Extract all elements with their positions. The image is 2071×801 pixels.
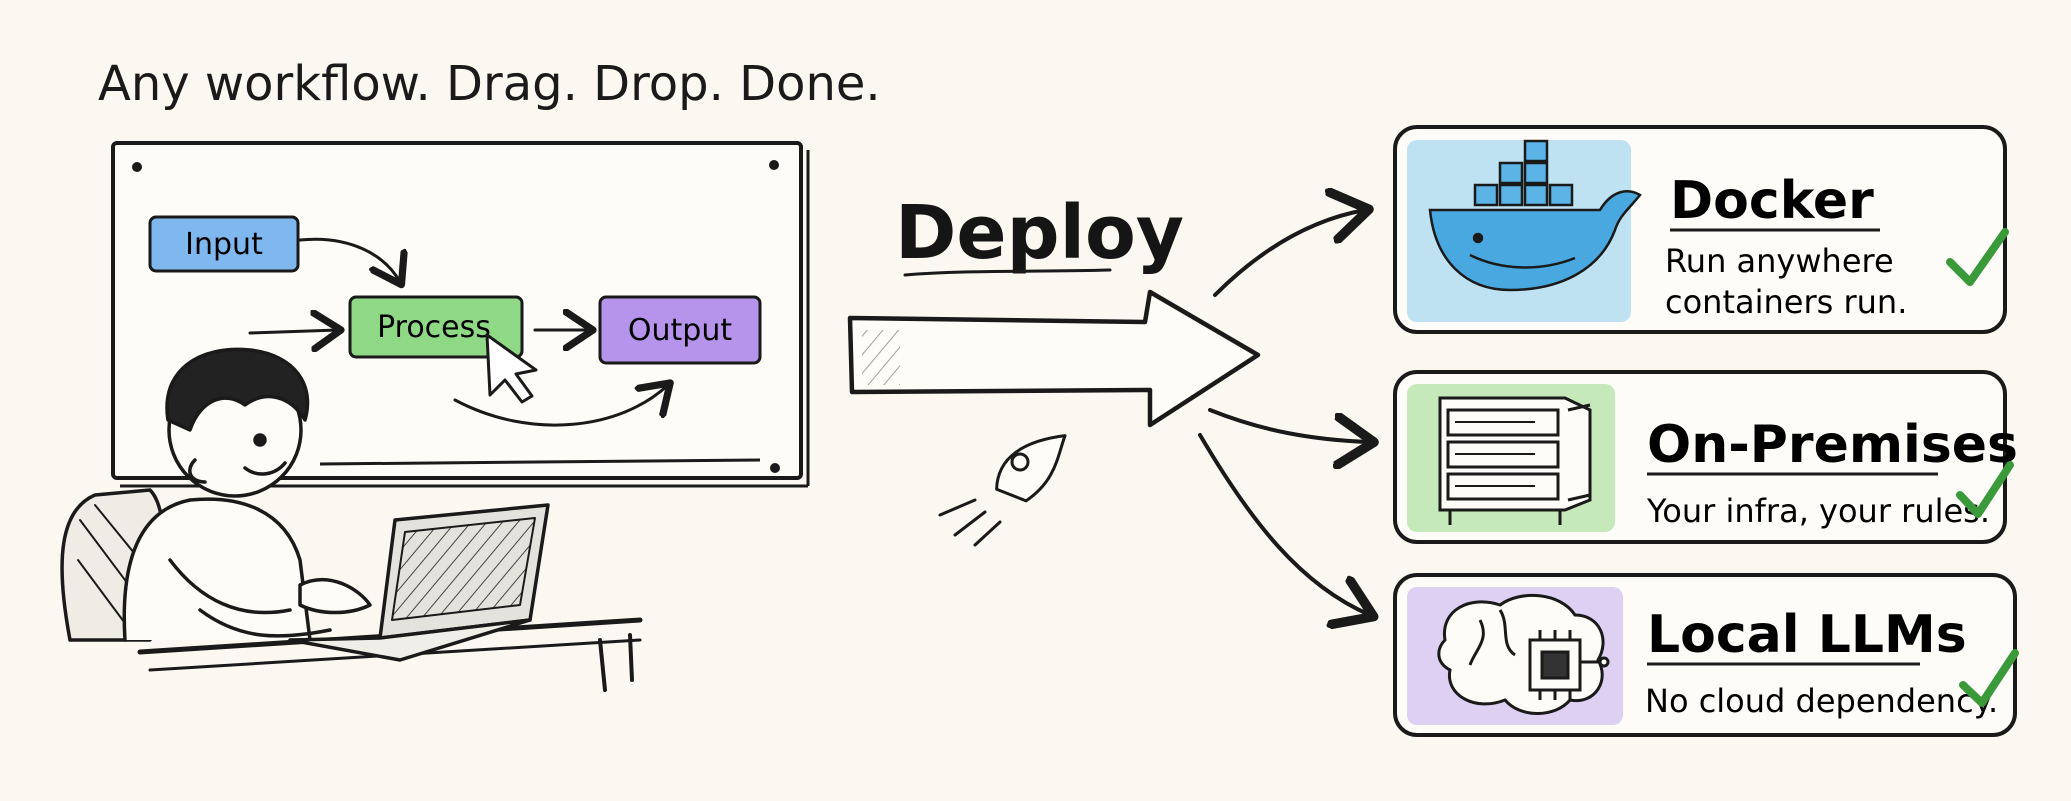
node-output-label: Output [628, 313, 732, 348]
node-process-label: Process [377, 310, 491, 345]
deploy-arrow [847, 289, 1261, 428]
server-rack-icon [1438, 396, 1592, 525]
check-icon [1956, 461, 2014, 518]
node-input-label: Input [185, 227, 263, 262]
brain-chip-icon [1437, 593, 1610, 715]
docker-subtitle-line-1: Run anywhere [1665, 242, 1894, 280]
local-llms-subtitle: No cloud dependency. [1645, 682, 1998, 720]
check-icon [1959, 649, 2019, 707]
deploy-label: Deploy [895, 190, 1184, 276]
workflow-node-input[interactable]: Input [148, 215, 300, 273]
on-premises-title: On-Premises [1647, 415, 2018, 475]
on-premises-subtitle: Your infra, your rules. [1646, 492, 1990, 530]
docker-whale-icon [1428, 139, 1642, 292]
rocket-icon [938, 434, 1067, 547]
workflow-node-output[interactable]: Output [598, 295, 762, 365]
docker-subtitle-line-2: containers run. [1665, 283, 1907, 321]
branch-arrows [1198, 210, 1370, 615]
local-llms-title: Local LLMs [1647, 605, 1967, 665]
target-card-docker[interactable]: Docker Run anywhere containers run. [1393, 125, 2009, 334]
cursor-icon [485, 333, 538, 404]
check-icon [1946, 228, 2009, 286]
workflow-connectors [248, 237, 668, 427]
headline: Any workflow. Drag. Drop. Done. [98, 56, 881, 112]
docker-title: Docker [1670, 171, 1874, 231]
target-card-on-premises[interactable]: On-Premises Your infra, your rules. [1393, 370, 2018, 544]
person-illustration [60, 347, 643, 692]
workflow-node-process[interactable]: Process [348, 295, 524, 359]
target-card-local-llms[interactable]: Local LLMs No cloud dependency. [1393, 573, 2019, 737]
